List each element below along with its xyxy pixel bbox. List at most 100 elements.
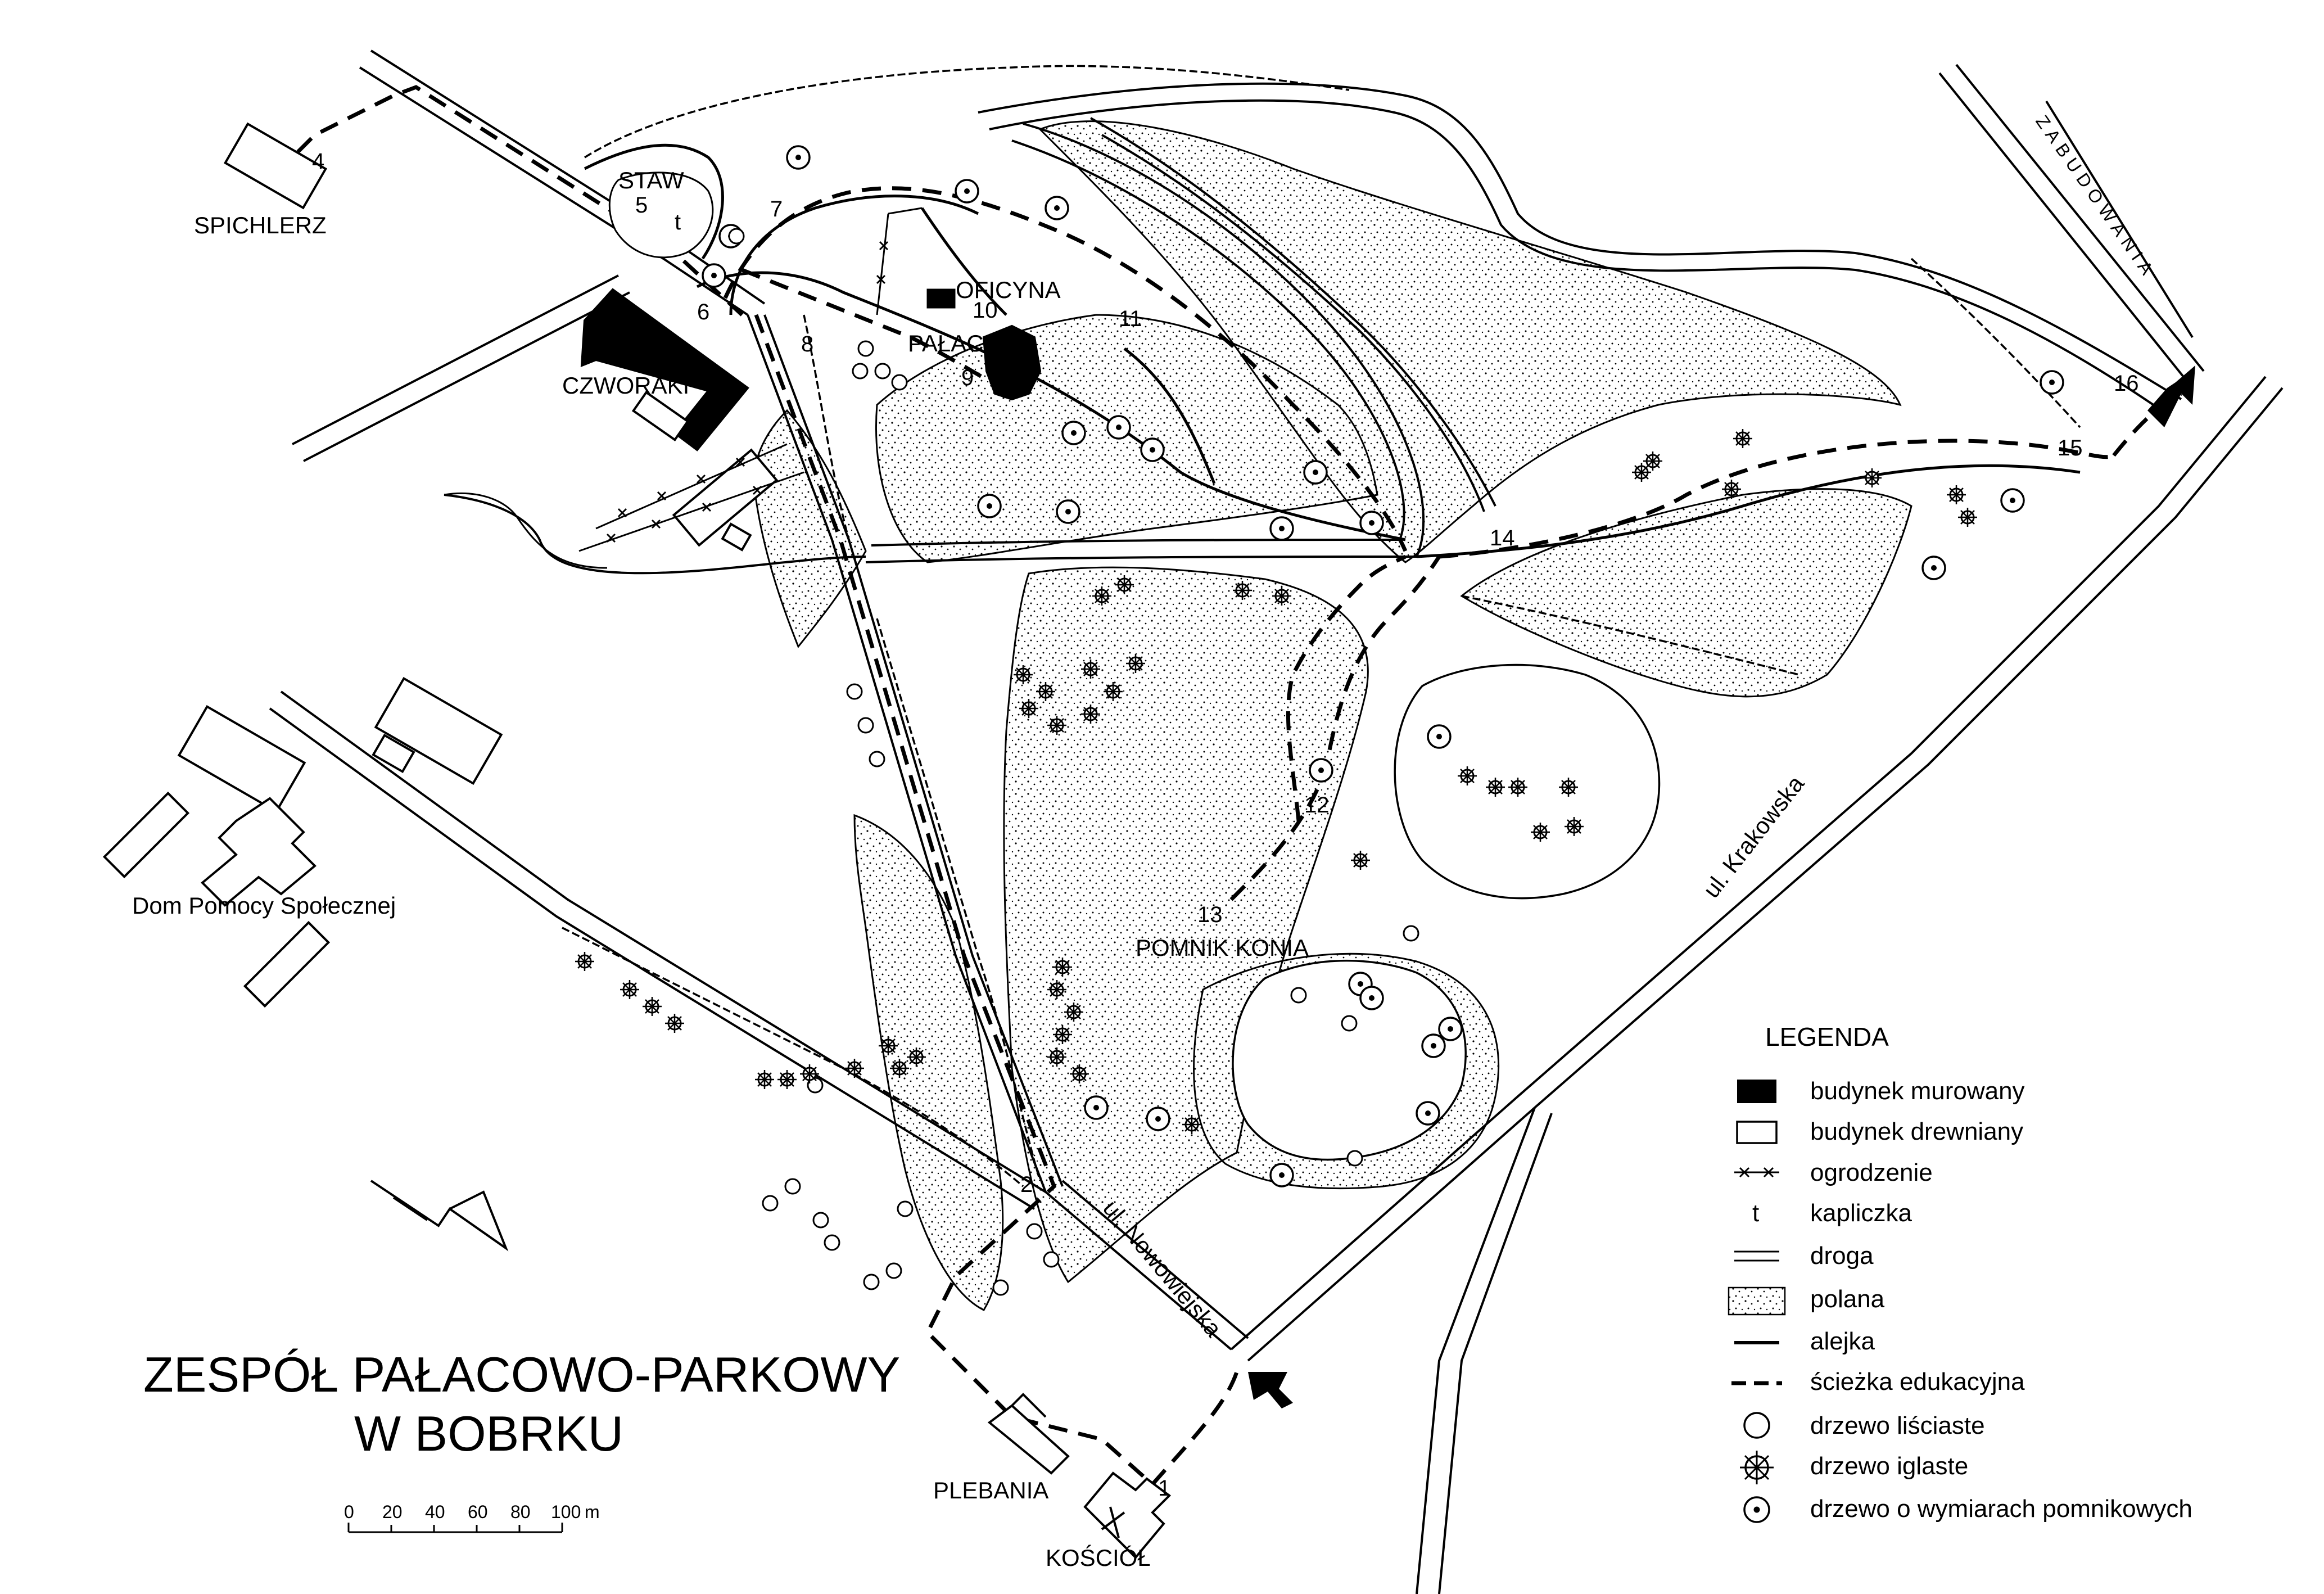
shrine-marker: t <box>675 210 681 234</box>
deciduous-tree-icon <box>1743 1412 1770 1439</box>
label-spichlerz: SPICHLERZ <box>194 212 327 238</box>
dom-pomocy-building-2 <box>374 676 503 785</box>
roads <box>269 49 2284 1594</box>
clearings <box>1232 663 1661 1161</box>
stop-3: 3 <box>646 349 659 373</box>
trail-spichlerz <box>296 85 744 317</box>
legend-item-9: drzewo iglaste <box>1810 1452 1968 1480</box>
dom-pomocy-building-3 <box>102 791 190 879</box>
dom-pomocy-connector <box>372 733 415 774</box>
scale-tick-40: 40 <box>425 1502 445 1522</box>
scale-bar: 0 20 40 60 80 100 m <box>344 1502 600 1533</box>
trail-north-loop <box>723 186 1408 552</box>
main-avenue-west <box>747 314 1047 1193</box>
road-farm-west <box>444 494 866 575</box>
shrine-icon: t <box>1752 1199 1759 1227</box>
road-palace-loop-b <box>871 139 1405 547</box>
fence-palace <box>876 207 923 315</box>
road-diagonal-a <box>1090 117 1496 507</box>
stop-numbers: 1 2 3 4 5 6 7 8 9 10 11 12 13 14 15 16 <box>312 149 2139 1501</box>
label-staw: STAW <box>618 167 684 193</box>
spichlerz-building <box>223 122 328 210</box>
buildings <box>102 122 2195 1559</box>
farm-building-small <box>721 522 752 552</box>
legend-item-3: kapliczka <box>1810 1199 1912 1227</box>
legend-item-5: polana <box>1810 1285 1885 1313</box>
label-palac: PAŁAC <box>908 330 984 356</box>
title-line-1: ZESPÓŁ PAŁACOWO-PARKOWY <box>143 1347 900 1402</box>
belt-south <box>876 618 1041 1181</box>
map-title: ZESPÓŁ PAŁACOWO-PARKOWY W BOBRKU <box>143 1347 900 1461</box>
monument-tree-icon <box>1743 1496 1770 1523</box>
ul-krakowska-road-a <box>1230 376 2267 1351</box>
scale-tick-80: 80 <box>510 1502 531 1522</box>
farm-building <box>672 448 779 547</box>
dom-pomocy-building-5 <box>243 920 331 1008</box>
entrance-arrow-south <box>1248 1372 1293 1408</box>
fence-marks <box>606 241 889 543</box>
stop-5: 5 <box>635 193 648 218</box>
plebania-building <box>987 1393 1070 1475</box>
road-dom-pomocy-b <box>269 707 1036 1210</box>
meadow-icon <box>1728 1286 1786 1316</box>
stop-9: 9 <box>961 365 974 390</box>
belt-south-west <box>562 927 1024 1187</box>
road-north-park-a <box>978 82 2182 400</box>
stop-1: 1 <box>1158 1476 1170 1501</box>
stop-15: 15 <box>2058 436 2083 460</box>
north-arrow-icon <box>370 1180 509 1252</box>
legend-item-10: drzewo o wymiarach pomnikowych <box>1810 1495 2192 1523</box>
stop-10: 10 <box>973 298 998 323</box>
stop-12: 12 <box>1304 793 1330 818</box>
road-northeast-b <box>1955 64 2205 372</box>
scale-tick-20: 20 <box>382 1502 403 1522</box>
ul-nowowiejska-road-b <box>1061 1180 1249 1339</box>
legend-title: LEGENDA <box>1765 1022 1889 1051</box>
dom-pomocy-building-4 <box>201 797 317 907</box>
stream <box>444 492 608 569</box>
trail-12-branch <box>1286 554 1407 821</box>
label-ul-nowowiejska: ul. Nowowiejska <box>1098 1195 1227 1342</box>
road-northwest-b <box>370 49 766 305</box>
scale-tick-0: 0 <box>344 1502 354 1522</box>
label-dom-pomocy: Dom Pomocy Społecznej <box>132 892 396 919</box>
stop-11: 11 <box>1119 306 1142 331</box>
belt-inner-east <box>1461 595 1799 676</box>
fence-icon <box>1734 1167 1779 1178</box>
path-staw <box>584 143 724 260</box>
belt-north <box>584 65 1350 159</box>
trail-13 <box>1229 556 1441 901</box>
kosciol-building <box>1083 1471 1172 1559</box>
road-west-a <box>292 274 619 445</box>
legend-item-6: alejka <box>1810 1327 1875 1355</box>
label-plebania: PLEBANIA <box>933 1477 1048 1503</box>
road-northwest <box>359 66 749 316</box>
legend: LEGENDA budynek murowany budynek drewnia… <box>1728 1022 2192 1523</box>
label-czworaki: CZWORAKI <box>562 372 689 399</box>
road-south-b <box>1438 1113 1553 1594</box>
scale-bar-line <box>347 1523 563 1533</box>
legend-item-1: budynek drewniany <box>1810 1118 2023 1145</box>
fence-farm <box>595 443 788 530</box>
north-arrow <box>370 1180 509 1252</box>
meadow-west-bank <box>752 409 867 648</box>
label-oficyna: OFICYNA <box>956 277 1061 303</box>
entrance-arrow-east <box>2147 365 2195 427</box>
belt-east <box>1910 258 2081 428</box>
clearing-round <box>1394 663 1661 900</box>
road-dom-pomocy-a <box>280 690 1047 1193</box>
trail-to-kosciol <box>1151 1371 1239 1486</box>
coniferous-tree-icon <box>1740 1451 1774 1484</box>
road-northeast-a <box>1938 72 2194 389</box>
stop-7: 7 <box>770 197 783 222</box>
title-line-2: W BOBRKU <box>354 1406 623 1461</box>
legend-item-7: ścieżka edukacyjna <box>1810 1368 2025 1396</box>
dom-pomocy-building-1 <box>177 705 306 814</box>
fence-farm-2 <box>578 471 804 552</box>
scale-unit: m <box>585 1502 600 1522</box>
road-south-a <box>1416 1107 1536 1594</box>
road-northeast-c <box>2045 100 2194 338</box>
kosciol-cross <box>1101 1506 1125 1538</box>
legend-item-2: ogrodzenie <box>1810 1159 1933 1186</box>
label-pomnik-konia: POMNIK KONIA <box>1136 934 1309 961</box>
